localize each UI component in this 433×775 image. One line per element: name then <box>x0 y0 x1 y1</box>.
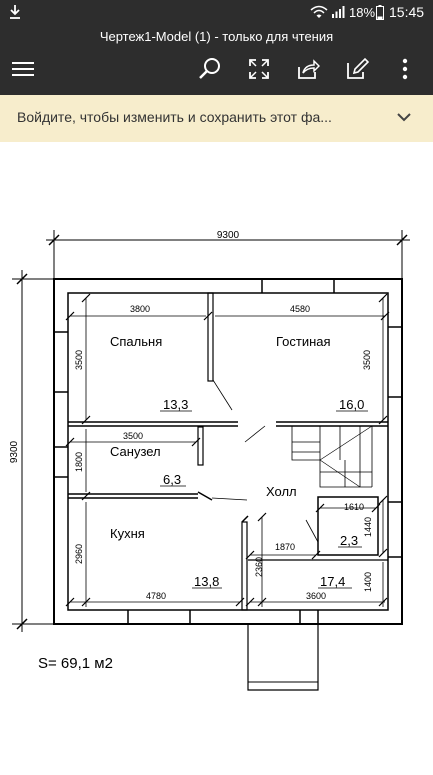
battery-icon <box>376 5 384 20</box>
chevron-down-icon[interactable] <box>395 110 413 124</box>
room-name-sanuzel: Санузел <box>110 444 161 459</box>
dim-bottom-right-width: 3600 <box>306 591 326 601</box>
dim-spalnya-width: 3800 <box>130 304 150 314</box>
room-area-sanuzel: 6,3 <box>163 472 181 487</box>
fullscreen-icon <box>249 59 269 79</box>
room-name-holl: Холл <box>266 484 297 499</box>
document-title: Чертеж1-Model (1) - только для чтения <box>99 29 334 44</box>
app-bar: Чертеж1-Model (1) - только для чтения <box>0 26 433 95</box>
overall-width-label: 9300 <box>217 230 240 241</box>
drawing-canvas[interactable]: 9300 9300 Спальня Гостиная Санузел Кухня… <box>0 142 433 770</box>
room-area-bottom-right: 17,4 <box>320 574 345 589</box>
sign-in-banner[interactable]: Войдите, чтобы изменить и сохранить этот… <box>0 95 433 142</box>
clock: 15:45 <box>389 4 425 20</box>
edit-button[interactable] <box>342 54 372 84</box>
status-bar: 18% 15:45 <box>0 0 433 26</box>
share-button[interactable] <box>293 54 323 84</box>
room-name-gostinaya: Гостиная <box>276 334 331 349</box>
fullscreen-button[interactable] <box>244 54 274 84</box>
dim-sanuzel-height: 1800 <box>74 452 84 472</box>
share-icon <box>298 59 320 79</box>
dim-closet-height: 1440 <box>363 517 373 537</box>
dim-spalnya-height: 3500 <box>74 350 84 370</box>
dim-kuhnya-width: 4780 <box>146 591 166 601</box>
menu-icon <box>12 62 34 76</box>
wifi-icon <box>310 5 328 18</box>
dim-bottom-right-height: 1400 <box>363 572 373 592</box>
room-name-spalnya: Спальня <box>110 334 162 349</box>
dim-gostinaya-width: 4580 <box>290 304 310 314</box>
dim-hall-width: 1870 <box>275 542 295 552</box>
room-area-gostinaya: 16,0 <box>339 397 364 412</box>
dim-kuhnya-height: 2960 <box>74 544 84 564</box>
room-area-kuhnya: 13,8 <box>194 574 219 589</box>
more-icon <box>402 58 408 80</box>
room-name-kuhnya: Кухня <box>110 526 145 541</box>
dim-closet-width: 1610 <box>344 502 364 512</box>
search-button[interactable] <box>195 54 225 84</box>
banner-text: Войдите, чтобы изменить и сохранить этот… <box>17 109 332 125</box>
search-icon <box>199 58 220 79</box>
dim-gostinaya-height: 3500 <box>362 350 372 370</box>
overall-height-label: 9300 <box>9 440 20 463</box>
edit-icon <box>347 57 369 79</box>
floor-plan: 9300 9300 Спальня Гостиная Санузел Кухня… <box>9 230 410 691</box>
battery-percent: 18% <box>349 5 376 20</box>
room-area-closet: 2,3 <box>340 533 358 548</box>
signal-icon <box>332 6 345 18</box>
dim-hall-height: 2360 <box>254 557 264 577</box>
total-area-label: S= 69,1 м2 <box>38 655 113 672</box>
download-icon <box>10 5 20 19</box>
room-area-spalnya: 13,3 <box>163 397 188 412</box>
menu-button[interactable] <box>8 54 38 84</box>
dim-sanuzel-width: 3500 <box>123 431 143 441</box>
more-button[interactable] <box>390 54 420 84</box>
